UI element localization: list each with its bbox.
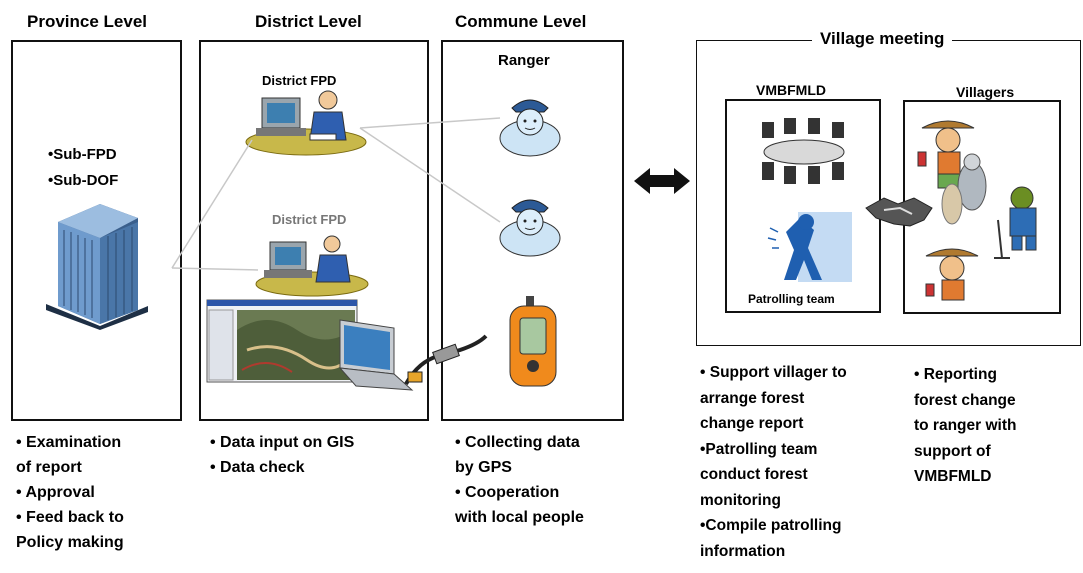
province-item-sub-dof: •Sub-DOF bbox=[48, 172, 119, 189]
gis-map-window-icon bbox=[206, 299, 358, 383]
province-bullet-line: • Feed back to bbox=[16, 509, 124, 526]
village-left-bullet-line: •Compile patrolling bbox=[700, 517, 842, 534]
province-bullet-line: Policy making bbox=[16, 534, 124, 551]
village-left-bullet-line: •Patrolling team bbox=[700, 440, 818, 458]
district-bullet-line: • Data check bbox=[210, 459, 305, 476]
province-bullet-line: of report bbox=[16, 459, 82, 476]
header-village-meeting: Village meeting bbox=[812, 29, 953, 49]
header-district-level: District Level bbox=[255, 12, 362, 31]
district-bullet-line: • Data input on GIS bbox=[210, 434, 355, 451]
village-left-bullet-line: change report bbox=[700, 415, 804, 432]
district-officer-computer-icon-bottom bbox=[255, 235, 369, 297]
province-item-sub-fpd: •Sub-FPD bbox=[48, 146, 117, 163]
village-right-bullet-line: support of bbox=[914, 442, 991, 460]
ranger-label: Ranger bbox=[498, 52, 550, 69]
village-left-bullet-line: information bbox=[700, 542, 786, 560]
commune-bullet-line: with local people bbox=[455, 509, 584, 526]
village-left-bullet-line: • Support villager to bbox=[700, 364, 847, 381]
gps-device-icon bbox=[509, 296, 557, 387]
village-right-bullet-line: forest change bbox=[914, 391, 1016, 409]
village-right-bullet-line: • Reporting bbox=[914, 366, 997, 383]
handshake-icon bbox=[865, 197, 933, 227]
header-province-level: Province Level bbox=[27, 12, 148, 31]
commune-bullets: • Collecting data by GPS • Cooperation w… bbox=[455, 430, 584, 530]
province-bullet-line: • Examination bbox=[16, 434, 122, 451]
village-left-bullets: • Support villager to arrange forest cha… bbox=[700, 360, 847, 564]
patrolling-team-label: Patrolling team bbox=[748, 292, 835, 306]
village-right-bullet-line: to ranger with bbox=[914, 417, 1017, 434]
district-fpd-label-bottom: District FPD bbox=[272, 212, 347, 227]
province-bullet-line: • Approval bbox=[16, 484, 95, 501]
commune-bullet-line: • Cooperation bbox=[455, 484, 560, 501]
double-arrow-icon bbox=[634, 168, 690, 194]
villagers-label: Villagers bbox=[956, 84, 1015, 100]
header-commune-level: Commune Level bbox=[455, 12, 587, 31]
commune-bullet-line: • Collecting data bbox=[455, 434, 580, 451]
district-officer-computer-icon-top bbox=[245, 90, 367, 156]
patrolling-team-icon bbox=[767, 212, 852, 282]
usb-cable-icon bbox=[404, 334, 488, 385]
village-right-bullet-line: VMBFMLD bbox=[914, 468, 992, 485]
commune-bullet-line: by GPS bbox=[455, 459, 512, 476]
villagers-icon bbox=[917, 120, 1037, 301]
vmbfmld-label: VMBFMLD bbox=[756, 82, 826, 98]
village-right-bullets: • Reporting forest change to ranger with… bbox=[914, 362, 1016, 490]
ranger-icon-bottom bbox=[499, 199, 561, 257]
ranger-icon-top bbox=[499, 99, 561, 157]
village-left-bullet-line: arrange forest bbox=[700, 389, 805, 407]
village-left-bullet-line: monitoring bbox=[700, 491, 781, 509]
district-fpd-label-top: District FPD bbox=[262, 73, 337, 88]
office-building-icon bbox=[46, 204, 148, 330]
meeting-table-icon bbox=[762, 118, 845, 184]
village-left-bullet-line: conduct forest bbox=[700, 466, 808, 483]
laptop-icon bbox=[338, 319, 414, 391]
district-bullets: • Data input on GIS • Data check bbox=[210, 430, 354, 480]
province-bullets: • Examination of report • Approval • Fee… bbox=[16, 430, 124, 555]
